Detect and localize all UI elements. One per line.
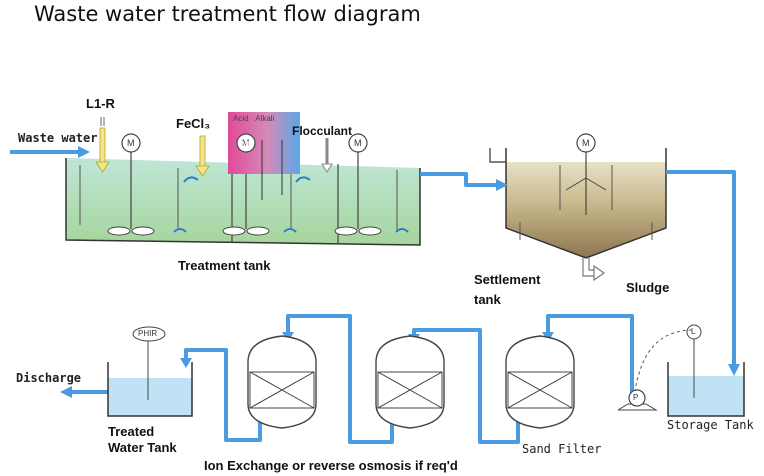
fecl3-arrow (195, 135, 210, 177)
storage-tank-label: Storage Tank (667, 418, 754, 432)
diagram-title: Waste water treatment flow diagram (34, 2, 421, 26)
motor-icon: M (241, 140, 250, 151)
sand-filter-label: Sand Filter (522, 442, 602, 456)
mixer-2 (222, 152, 270, 236)
settlement-tank-label-line2: tank (474, 292, 501, 307)
treated-water-tank-label-line2: Water Tank (108, 440, 177, 455)
mixer-3 (334, 152, 382, 236)
settlement-tank (489, 148, 667, 282)
motor-icon: M (242, 138, 250, 148)
l1r-label: L1-R (86, 96, 115, 111)
l1r-arrow (95, 117, 110, 173)
flocculant-label: Flocculant (292, 124, 353, 138)
treatment-tank-label: Treatment tank (178, 258, 271, 273)
flocculant-arrow (321, 138, 333, 173)
motor-icon: M (582, 138, 590, 148)
pump (617, 329, 695, 411)
ion-exchange-vessel-1 (247, 335, 317, 429)
sludge-label: Sludge (626, 280, 670, 295)
motor-icon: M (127, 138, 135, 148)
acid-alkali-label: Acid · Alkali (233, 114, 275, 123)
phir-label: PHIR (138, 329, 158, 338)
waste-water-label: Waste water (18, 131, 98, 145)
ion-exchange-vessel-2 (375, 335, 445, 429)
mixer-1 (107, 152, 155, 236)
level-sensor-label: L (691, 327, 696, 336)
ion-exchange-label: Ion Exchange or reverse osmosis if req'd (204, 458, 458, 473)
settlement-tank-label: Settlement (474, 272, 541, 287)
acid-alkali-tank (228, 112, 300, 200)
storage-tank (667, 324, 745, 417)
swirl-marks (173, 176, 409, 233)
motor-icon: M (354, 138, 362, 148)
fecl3-label: FeCl₃ (176, 116, 211, 131)
pipes (10, 150, 736, 444)
treated-water-tank (107, 326, 193, 417)
motor-icons (121, 133, 596, 153)
pump-label: P (633, 393, 639, 402)
treated-water-tank-label: Treated (108, 424, 155, 439)
treatment-tank (65, 158, 421, 246)
sand-filter-vessel (505, 335, 575, 429)
discharge-label: Discharge (16, 371, 82, 385)
